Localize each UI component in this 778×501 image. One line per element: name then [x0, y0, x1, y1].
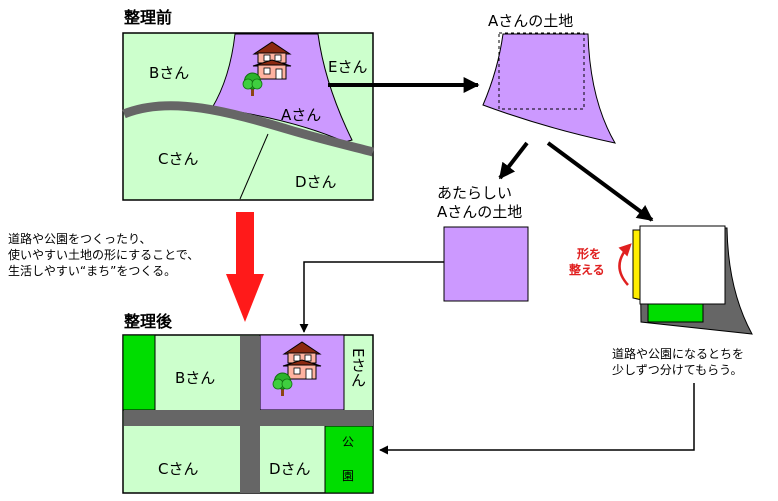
arrow-to-new-land [498, 141, 529, 180]
after-park-label-top: 公 [342, 435, 355, 449]
after-label-d: Dさん [269, 460, 311, 478]
title-before: 整理前 [124, 8, 173, 27]
before-road [122, 101, 375, 157]
before-parcel-a [211, 33, 353, 143]
before-map [122, 32, 375, 201]
contribution-note-line1: 道路や公園になるとちを [612, 347, 745, 361]
after-label-e: Eさん [349, 348, 367, 388]
arrow-to-shaping [546, 141, 654, 222]
title-a-land: Aさんの土地 [488, 12, 574, 30]
after-park-right [324, 425, 374, 494]
after-label-b: Bさん [175, 369, 216, 387]
after-park-label-bottom: 園 [342, 469, 355, 483]
transform-arrow [226, 212, 264, 322]
before-label-d: Dさん [295, 173, 337, 191]
after-label-c: Cさん [158, 460, 199, 478]
explanation-line2: 使いやすい土地の形にすることで、 [8, 248, 200, 262]
after-road-vertical [240, 336, 260, 493]
before-boundary-cd [239, 133, 269, 200]
reshape-arrow [618, 243, 632, 286]
arrow-note-to-park [379, 383, 695, 455]
before-label-c: Cさん [158, 150, 199, 168]
title-new-land-line1: あたらしい [437, 184, 513, 202]
before-label-e: Eさん [328, 58, 368, 76]
shaped-square [639, 225, 726, 305]
shaping-label-line2: 整える [569, 263, 605, 277]
before-label-a: Aさん [281, 106, 322, 124]
a-land-target-outline [498, 32, 585, 110]
explanation-line3: 生活しやすい“まち”をつくる。 [8, 264, 177, 278]
a-land-shape [482, 32, 616, 144]
after-map [122, 334, 374, 494]
new-a-land-square [443, 226, 529, 302]
explanation-line1: 道路や公園をつくったり、 [8, 232, 152, 246]
title-after: 整理後 [124, 312, 173, 331]
park-contribution [647, 301, 704, 323]
shaping-diagram [618, 225, 753, 335]
contribution-note-line2: 少しずつ分けてもらう。 [612, 363, 743, 377]
shaping-label-line1: 形を [577, 247, 602, 261]
arrow-new-land-to-after [299, 261, 444, 333]
after-park-left [122, 334, 156, 411]
before-label-b: Bさん [149, 64, 190, 82]
title-new-land-line2: Aさんの土地 [437, 203, 523, 221]
